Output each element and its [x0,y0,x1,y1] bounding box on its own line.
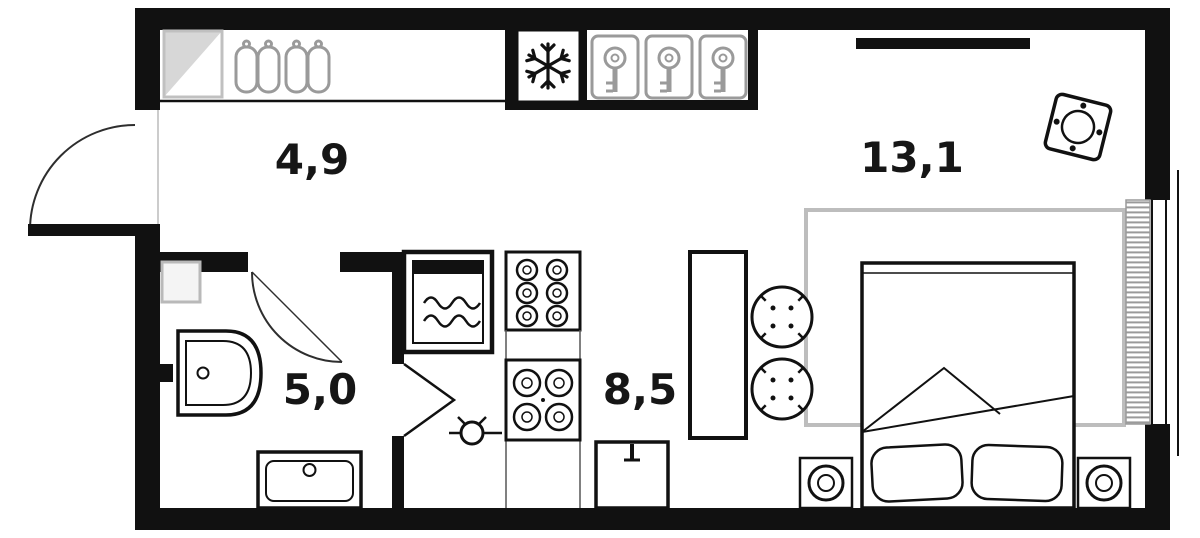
key-icon [603,46,627,93]
outer-walls [135,8,1170,530]
snowflake-icon [525,42,571,90]
pillow [870,443,964,503]
faucet-icon [449,416,502,446]
hallway-area-label: 4,9 [275,135,349,184]
washing-machine [256,450,363,510]
kitchen-sink [594,440,670,510]
nightstand [798,456,854,510]
pantry-jars-icon [504,250,582,332]
pouf [750,357,814,421]
entrance-door-arc [29,124,136,231]
kitchen-door-swing-icon [403,362,457,438]
bathroom-door-arc [251,271,343,363]
bathroom-kitchen-wall [392,252,404,508]
mirror-cabinet-icon [162,29,224,99]
room-area-labels: 4,9 13,1 5,0 8,5 [275,133,964,414]
key-icon [657,46,681,93]
pouf [750,285,814,349]
closet-divider-walls [505,30,758,110]
nightstand [1076,456,1132,510]
fridge [515,28,582,104]
blanket-fold [861,366,1075,433]
bedroom-area-label: 13,1 [860,133,964,182]
bathroom-area-label: 5,0 [283,365,357,414]
window-right [1151,200,1167,424]
tub-faucet [160,364,173,382]
hangers-icon [234,39,331,94]
bed [860,261,1076,510]
bathtub [160,329,263,417]
cooktop-icon [504,358,582,442]
oven-icon [401,249,495,355]
radiator-icon [1125,199,1151,425]
entrance-door-leaf [28,224,135,236]
pillow [970,443,1064,503]
wall-shelf [856,38,1030,49]
keys-rack [590,34,748,100]
plant-icon [1043,92,1113,162]
vent-shaft [160,260,202,304]
bathroom-door-leaf [251,271,343,363]
partition-column [688,250,748,440]
key-icon [711,46,735,93]
counter-edges [505,330,581,508]
entry-closet [160,29,512,103]
kitchen-area-label: 8,5 [603,365,677,414]
